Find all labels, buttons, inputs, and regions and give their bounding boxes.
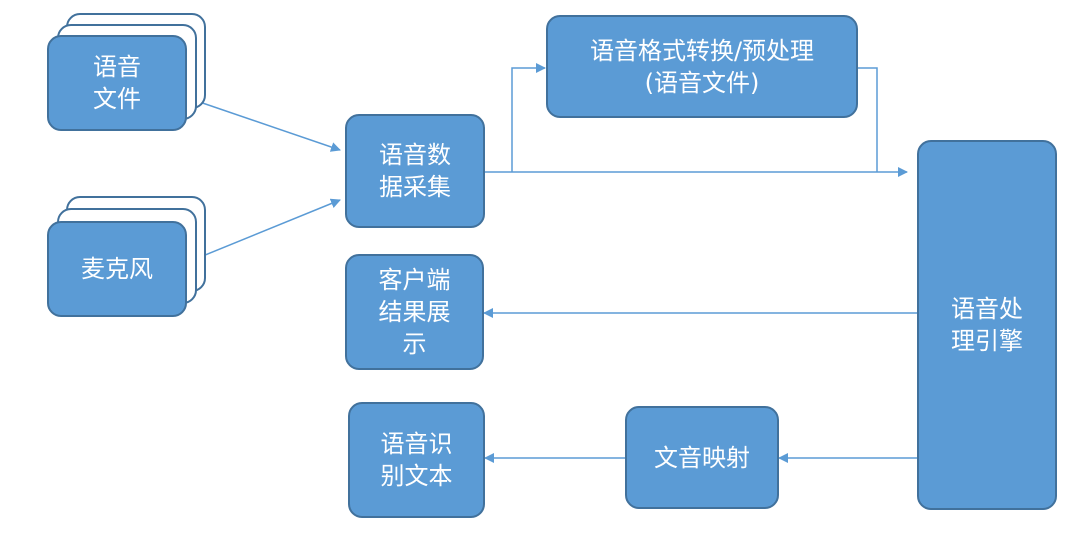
recognized-text-node: 语音识 别文本: [348, 402, 485, 518]
audio-file-node: 语音 文件: [47, 35, 187, 131]
engine-node: 语音处 理引擎: [917, 140, 1057, 510]
text-mapping-label: 文音映射: [654, 443, 750, 472]
client-display-label: 客户端 结果展 示: [378, 266, 451, 358]
arrow-audio-file-to-collection: [184, 96, 341, 152]
format-convert-node: 语音格式转换/预处理 (语音文件): [546, 15, 858, 118]
audio-file-label: 语音 文件: [93, 53, 141, 113]
arrow-collection-to-format-convert: [511, 63, 546, 172]
data-collection-node: 语音数 据采集: [345, 114, 485, 228]
recognized-text-label: 语音识 别文本: [380, 430, 453, 490]
format-convert-label: 语音格式转换/预处理 (语音文件): [589, 36, 815, 97]
engine-label: 语音处 理引擎: [951, 295, 1023, 355]
text-mapping-node: 文音映射: [625, 406, 779, 509]
arrow-microphone-to-collection: [187, 198, 341, 263]
client-display-node: 客户端 结果展 示: [345, 254, 484, 370]
microphone-label: 麦克风: [81, 255, 153, 283]
line-format-convert-to-engine: [857, 67, 878, 172]
data-collection-label: 语音数 据采集: [379, 141, 451, 201]
microphone-node: 麦克风: [47, 221, 187, 317]
